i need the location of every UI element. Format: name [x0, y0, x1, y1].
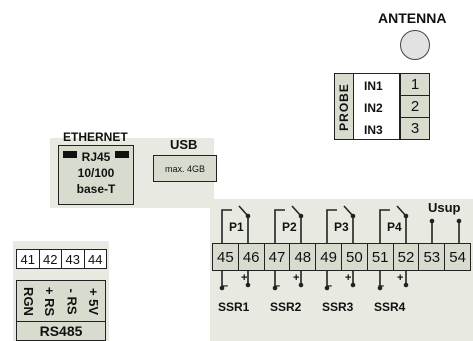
- ssr3-pins: [326, 271, 354, 288]
- relay-label-p3: P3: [334, 220, 349, 234]
- ssr2-pins: [274, 271, 302, 288]
- ethernet-port-line-3: base-T: [76, 182, 116, 196]
- ssr3-minus: –: [326, 280, 333, 292]
- ssr3-dot-plus: [350, 282, 356, 288]
- relay-p2-contact: [274, 205, 302, 243]
- ssr-label-3: SSR3: [322, 300, 354, 314]
- ssr3-dot-minus: [324, 285, 330, 291]
- relay-label-p2: P2: [282, 220, 297, 234]
- terminal-49: 49: [315, 243, 342, 271]
- ssr4-dot-plus: [403, 282, 409, 288]
- ssr3-plus: +: [345, 272, 352, 284]
- probe-label: PROBE: [334, 73, 354, 140]
- rs485-pin-labels: RGN+ RS- RS+ 5V: [16, 280, 106, 322]
- ssr4-plus: +: [397, 272, 404, 284]
- antenna-connector: [400, 30, 430, 60]
- ssr1-pins: [221, 271, 249, 288]
- ethernet-title: ETHERNET: [63, 130, 128, 144]
- probe-inputs: IN1 IN2 IN3: [354, 73, 400, 140]
- ssr4-pins: [379, 271, 407, 288]
- probe-input-1: IN1: [364, 79, 383, 93]
- supply-label: Usup: [428, 200, 461, 215]
- terminal-48: 48: [289, 243, 317, 271]
- ethernet-port-latch-left: [63, 151, 77, 158]
- ssr-label-2: SSR2: [270, 300, 302, 314]
- rs485-title: RS485: [39, 323, 83, 339]
- terminal-45: 45: [212, 243, 239, 271]
- probe-input-2: IN2: [364, 101, 383, 115]
- relay-label-p1: P1: [229, 220, 244, 234]
- usb-capacity: max. 4GB: [164, 163, 205, 174]
- terminal-51: 51: [366, 243, 394, 271]
- terminal-50: 50: [341, 243, 368, 271]
- relay-label-p4: P4: [387, 220, 402, 234]
- probe-input-3: IN3: [364, 123, 383, 137]
- ssr1-plus: +: [241, 272, 248, 284]
- rs485-terminal-44: 44: [83, 249, 107, 269]
- supply-dot-54: [456, 218, 462, 224]
- supply-dot-53: [429, 218, 435, 224]
- relay-p3-contact: [326, 205, 354, 243]
- rs485-terminal-43: 43: [61, 249, 85, 269]
- ethernet-port-line-2: 10/100: [77, 166, 115, 180]
- relay-p2-dot: [298, 213, 304, 219]
- ssr2-dot-plus: [298, 282, 304, 288]
- ethernet-port-latch-right: [115, 151, 129, 158]
- terminal-46: 46: [237, 243, 265, 271]
- relay-p1-contact: [221, 205, 249, 243]
- terminal-54: 54: [444, 243, 471, 271]
- ssr2-minus: –: [274, 280, 281, 292]
- antenna-label: ANTENNA: [378, 10, 447, 26]
- ssr1-dot-minus: [219, 285, 225, 291]
- ethernet-port-line-1: RJ45: [81, 150, 111, 164]
- ssr2-plus: +: [293, 272, 300, 284]
- ssr2-dot-minus: [272, 285, 278, 291]
- rs485-terminal-42: 42: [38, 249, 62, 269]
- relay-p4-dot: [403, 213, 409, 219]
- terminal-47: 47: [263, 243, 291, 271]
- ssr-label-1: SSR1: [218, 300, 250, 314]
- probe-terminal-3: 3: [400, 117, 430, 140]
- relay-p4-contact: [379, 205, 407, 243]
- usb-port: max. 4GB: [153, 155, 217, 182]
- usb-title: USB: [170, 137, 198, 152]
- relay-p1-dot: [245, 213, 251, 219]
- ssr1-dot-plus: [245, 282, 251, 288]
- terminal-53: 53: [418, 243, 446, 271]
- relay-p3-dot: [350, 213, 356, 219]
- ssr-label-4: SSR4: [374, 300, 406, 314]
- ssr4-dot-minus: [377, 285, 383, 291]
- ssr1-minus: –: [222, 280, 229, 292]
